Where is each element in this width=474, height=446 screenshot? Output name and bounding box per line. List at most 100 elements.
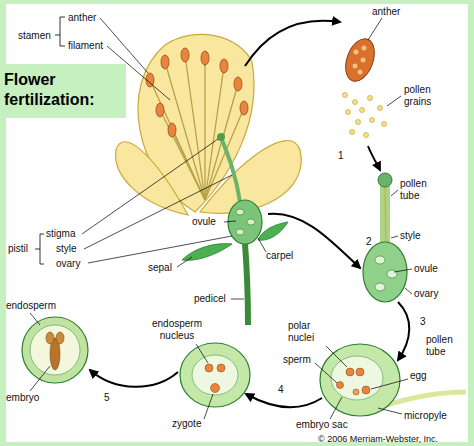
ovule-symbol bbox=[180, 343, 250, 407]
stamen-filament bbox=[150, 55, 244, 200]
pollen-grain bbox=[350, 130, 355, 135]
part-label: stigma bbox=[46, 228, 75, 240]
anther-symbol bbox=[362, 46, 367, 51]
part-label: filament bbox=[68, 40, 103, 52]
leader-line bbox=[30, 313, 40, 325]
leader-line bbox=[394, 269, 412, 272]
leader-line bbox=[231, 299, 244, 300]
pollen-grain bbox=[346, 110, 351, 115]
pistil-symbol bbox=[378, 173, 392, 187]
ovule-symbol bbox=[353, 389, 359, 395]
leader-line bbox=[315, 363, 337, 383]
flower-petal bbox=[116, 142, 188, 215]
leader-line bbox=[330, 397, 342, 419]
part-label: anther bbox=[372, 6, 400, 18]
pollen-grain bbox=[368, 96, 373, 101]
sepal-symbol bbox=[182, 244, 232, 261]
pistil-symbol bbox=[217, 133, 262, 244]
part-label: pedicel bbox=[194, 293, 226, 305]
part-label: pollen grains bbox=[404, 84, 446, 108]
pistil-symbol bbox=[236, 229, 244, 235]
pistil-symbol bbox=[228, 200, 262, 244]
leader-line bbox=[326, 346, 347, 367]
part-label: pistil bbox=[8, 243, 28, 255]
leader-line bbox=[177, 257, 192, 267]
part-label: style bbox=[400, 230, 421, 242]
part-label: pollen tube bbox=[400, 178, 442, 202]
part-label: endosperm nucleus bbox=[146, 318, 208, 342]
anther-symbol bbox=[201, 51, 209, 65]
ovule-symbol bbox=[180, 343, 250, 407]
callout-number: 3 bbox=[420, 316, 426, 328]
anther-symbol bbox=[354, 50, 359, 55]
seed-symbol bbox=[56, 332, 64, 344]
part-label: pollen tube bbox=[426, 334, 466, 358]
leader-line bbox=[387, 96, 401, 106]
sepal-symbol bbox=[258, 222, 288, 240]
pistil-symbol bbox=[236, 209, 244, 215]
stage-arrow bbox=[246, 394, 322, 407]
anther-symbol bbox=[156, 103, 164, 117]
pollen-grain bbox=[353, 100, 358, 105]
pollen-grain bbox=[370, 118, 375, 123]
ovule-symbol bbox=[211, 384, 220, 393]
leader-line bbox=[391, 190, 398, 196]
callout-number: 5 bbox=[104, 392, 110, 404]
leader-line bbox=[405, 288, 412, 294]
leader-line bbox=[30, 366, 50, 391]
stamen-filament bbox=[160, 110, 205, 200]
stage-arrow bbox=[398, 302, 409, 360]
part-label: ovule bbox=[414, 263, 438, 275]
anther-symbol bbox=[168, 123, 176, 137]
part-label: carpel bbox=[266, 250, 293, 262]
leader-line bbox=[224, 221, 236, 222]
leader-line bbox=[371, 379, 408, 389]
leader-line bbox=[368, 18, 382, 40]
part-label: egg bbox=[410, 370, 427, 382]
flower-petal bbox=[116, 34, 302, 215]
ovule-symbol bbox=[356, 368, 364, 376]
leader-line bbox=[391, 236, 398, 238]
pollen-grain bbox=[382, 122, 387, 127]
callout-number: 1 bbox=[338, 150, 344, 162]
ovule-symbol bbox=[192, 355, 238, 395]
ovule-symbol bbox=[362, 386, 370, 394]
copyright-note: © 2006 Merriam-Webster, Inc. bbox=[318, 434, 438, 444]
pistil-symbol bbox=[375, 256, 385, 264]
part-label: sepal bbox=[148, 262, 172, 274]
anther-symbol bbox=[161, 55, 169, 69]
pistil-symbol bbox=[375, 283, 385, 291]
anther-symbol bbox=[240, 101, 248, 115]
leader-line bbox=[82, 139, 218, 234]
leader-line bbox=[107, 46, 170, 100]
part-label: anther bbox=[68, 12, 96, 24]
leader-line bbox=[30, 18, 412, 419]
background bbox=[0, 4, 468, 442]
pistil-symbol bbox=[222, 140, 240, 202]
bracket bbox=[35, 17, 65, 264]
pollen-grain bbox=[343, 93, 387, 138]
ovule-symbol bbox=[217, 364, 225, 372]
anther-symbol bbox=[220, 59, 228, 73]
stamen-filament bbox=[165, 62, 205, 200]
stamen-filament bbox=[205, 66, 224, 200]
stage-arrow bbox=[245, 21, 340, 66]
pollen-grain bbox=[343, 93, 348, 98]
pollen-grain bbox=[356, 120, 361, 125]
pistil-symbol bbox=[387, 270, 397, 278]
part-label: micropyle bbox=[404, 410, 447, 422]
seed-symbol bbox=[22, 317, 88, 383]
part-label: polar nuclei bbox=[288, 320, 330, 344]
ovule-symbol bbox=[205, 364, 213, 372]
ovule-symbol bbox=[331, 356, 383, 400]
bracket bbox=[55, 17, 65, 46]
anther-symbol bbox=[353, 64, 358, 69]
stage-arrow bbox=[368, 146, 380, 170]
leader-line bbox=[204, 394, 213, 419]
leader-line bbox=[84, 175, 232, 249]
leader-line bbox=[258, 238, 266, 252]
seed-symbol bbox=[22, 317, 88, 383]
callout-number: 2 bbox=[366, 236, 372, 248]
anther-symbol bbox=[340, 35, 379, 85]
